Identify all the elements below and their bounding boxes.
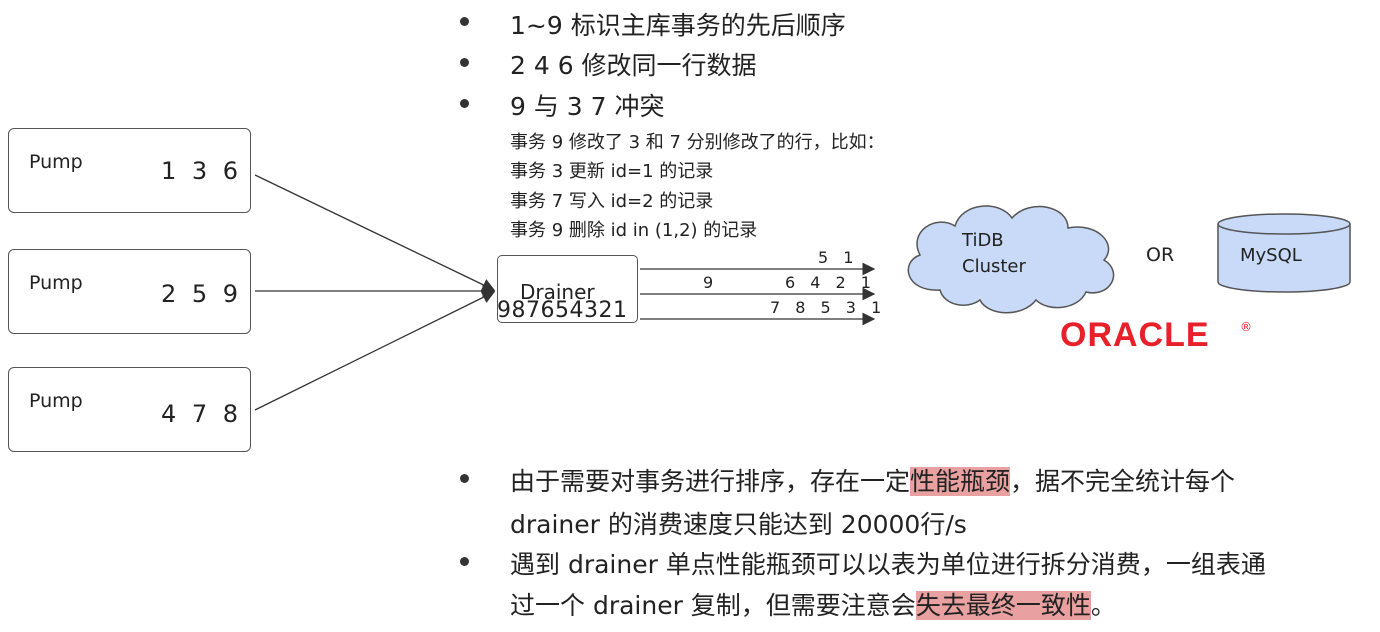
bottom-bullet-1-line2: drainer 的消费速度只能达到 20000行/s xyxy=(510,510,967,539)
pump-label: Pump xyxy=(29,151,83,173)
or-label: OR xyxy=(1146,244,1175,266)
conflict-note-3: 事务 7 写入 id=2 的记录 xyxy=(510,191,714,212)
flow-2-left: 9 xyxy=(703,273,719,292)
bullet-dot xyxy=(460,99,469,108)
text-run: 过一个 drainer 复制，但需要注意会 xyxy=(510,591,916,620)
bullet-dot xyxy=(460,557,469,566)
mysql-label: MySQL xyxy=(1240,245,1302,266)
highlight-performance-bottleneck: 性能瓶颈 xyxy=(910,467,1011,496)
bullet-dot xyxy=(460,58,469,67)
highlight-eventual-consistency: 失去最终一致性 xyxy=(915,591,1091,620)
text-run: ，据不完全统计每个 xyxy=(1010,467,1236,496)
bottom-bullet-2-line2: 过一个 drainer 复制，但需要注意会失去最终一致性。 xyxy=(510,586,1116,622)
flow-2-right: 6 4 2 1 xyxy=(785,273,876,292)
top-bullet-1: 1~9 标识主库事务的先后顺序 xyxy=(510,11,846,40)
pump-numbers: 2 5 9 xyxy=(161,280,243,308)
drainer-label: Drainer xyxy=(520,280,595,304)
flow-1-right: 5 1 xyxy=(818,248,859,267)
conflict-note-1: 事务 9 修改了 3 和 7 分别修改了的行，比如： xyxy=(510,132,885,153)
tidb-label-line1: TiDB xyxy=(962,230,1004,251)
pump-label: Pump xyxy=(29,390,83,412)
registered-mark: ® xyxy=(1240,320,1252,334)
drainer-box: Drainer xyxy=(497,255,638,323)
conflict-note-2: 事务 3 更新 id=1 的记录 xyxy=(510,161,714,182)
bullet-dot xyxy=(460,474,469,483)
bottom-bullet-2-line1: 遇到 drainer 单点性能瓶颈可以以表为单位进行拆分消费，一组表通 xyxy=(510,550,1266,579)
pump-box-2: Pump 2 5 9 xyxy=(8,249,251,334)
text-run: 。 xyxy=(1090,591,1116,620)
oracle-logo: ORACLE xyxy=(1060,316,1210,354)
text-run: 由于需要对事务进行排序，存在一定 xyxy=(510,467,911,496)
pump-box-1: Pump 1 3 6 xyxy=(8,128,251,213)
top-bullet-2: 2 4 6 修改同一行数据 xyxy=(510,51,757,80)
pump-box-3: Pump 4 7 8 xyxy=(8,367,251,452)
pump-label: Pump xyxy=(29,272,83,294)
bottom-bullet-1-line1: 由于需要对事务进行排序，存在一定性能瓶颈，据不完全统计每个 xyxy=(510,462,1235,498)
pump-numbers: 1 3 6 xyxy=(161,157,243,185)
flow-3-right: 7 8 5 3 1 xyxy=(770,298,887,317)
top-bullet-3: 9 与 3 7 冲突 xyxy=(510,92,665,121)
bullet-dot xyxy=(460,17,469,26)
conflict-note-4: 事务 9 删除 id in (1,2) 的记录 xyxy=(510,220,758,241)
pump-numbers: 4 7 8 xyxy=(161,400,243,428)
tidb-label-line2: Cluster xyxy=(962,256,1026,277)
drainer-queue: 987654321 xyxy=(497,298,628,323)
